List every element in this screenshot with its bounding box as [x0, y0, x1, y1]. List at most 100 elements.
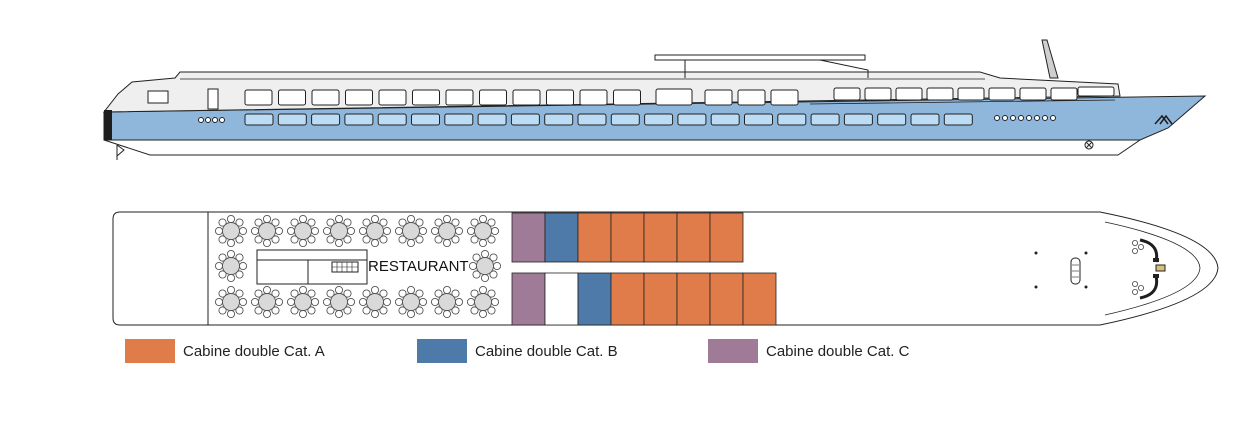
chair: [478, 238, 488, 248]
upper-window: [512, 89, 541, 106]
chair: [442, 214, 452, 224]
chair: [250, 297, 260, 307]
bow-chair: [1132, 280, 1139, 287]
chair: [254, 306, 263, 315]
chair: [262, 238, 272, 248]
cabin: [709, 212, 744, 263]
porthole: [1010, 115, 1016, 121]
porthole: [1050, 115, 1056, 121]
chair: [346, 226, 356, 236]
chair: [382, 226, 392, 236]
chair: [434, 235, 443, 244]
table-top: [366, 222, 384, 240]
canopy-rail: [819, 59, 869, 78]
chair: [271, 235, 280, 244]
restaurant-table: [214, 285, 248, 319]
bollard: [1034, 251, 1038, 255]
table-top: [258, 222, 276, 240]
lower-window: [644, 113, 674, 126]
chair: [406, 309, 416, 319]
chair: [370, 285, 380, 295]
chair: [406, 214, 416, 224]
portholes: [198, 115, 1056, 123]
chair: [235, 270, 244, 279]
lower-window: [877, 113, 907, 126]
upper-window: [1050, 87, 1078, 101]
table-top: [438, 222, 456, 240]
chair: [394, 226, 404, 236]
restaurant-table: [394, 214, 428, 248]
deck-plan: RESTAURANT: [112, 211, 1219, 326]
restaurant-table: [358, 214, 392, 248]
chair: [370, 214, 380, 224]
chair: [310, 226, 320, 236]
chair: [218, 289, 227, 298]
chair: [326, 218, 335, 227]
chair: [250, 226, 260, 236]
chair: [334, 214, 344, 224]
chair: [442, 238, 452, 248]
upper-window: [1077, 86, 1115, 97]
lower-window: [277, 113, 307, 126]
lower-window: [577, 113, 607, 126]
lower-window: [544, 113, 574, 126]
chair: [286, 297, 296, 307]
legend-item-cat-c: Cabine double Cat. C: [708, 338, 909, 364]
restaurant-table: [286, 214, 320, 248]
sun-deck-canopy: [654, 54, 866, 61]
chair: [362, 289, 371, 298]
legend-label-cat-b: Cabine double Cat. B: [475, 342, 618, 360]
upper-window: [546, 89, 574, 106]
deck-outline: [112, 211, 1219, 326]
chair: [415, 306, 424, 315]
porthole: [1002, 115, 1008, 121]
chair: [451, 306, 460, 315]
chair: [298, 214, 308, 224]
hull-lower: [103, 139, 1142, 156]
chair: [214, 261, 224, 271]
chair: [489, 253, 498, 262]
upper-window: [244, 89, 273, 106]
lower-window: [777, 113, 807, 126]
bow-chair: [1138, 243, 1145, 250]
lower-window: [710, 113, 740, 126]
chair: [379, 289, 388, 298]
chair: [489, 270, 498, 279]
chair: [451, 289, 460, 298]
bollard: [1084, 251, 1088, 255]
chair: [478, 214, 488, 224]
chair: [466, 297, 476, 307]
chair: [451, 218, 460, 227]
legend-swatch-cat-a: [125, 339, 175, 363]
upper-window: [345, 89, 373, 106]
upper-window: [479, 89, 507, 106]
chair: [379, 306, 388, 315]
upper-window: [926, 87, 954, 101]
porthole: [212, 117, 218, 123]
chair: [274, 226, 284, 236]
chair: [434, 306, 443, 315]
lower-window: [810, 113, 840, 126]
chair: [286, 226, 296, 236]
winch: [1155, 264, 1166, 272]
chair: [214, 297, 224, 307]
anchor-cross: [1085, 141, 1093, 149]
chair: [379, 218, 388, 227]
cabin: [511, 212, 546, 263]
chair: [434, 218, 443, 227]
upper-window: [704, 89, 733, 106]
chair: [442, 285, 452, 295]
deck-line: [809, 99, 1116, 105]
chair: [254, 218, 263, 227]
chair: [226, 309, 236, 319]
chair: [343, 289, 352, 298]
chair: [480, 273, 490, 283]
bow-chairs: [1132, 239, 1145, 295]
chair: [214, 226, 224, 236]
legend-item-cat-b: Cabine double Cat. B: [417, 338, 618, 364]
lower-window: [510, 113, 540, 126]
upper-window: [988, 87, 1016, 101]
chair: [226, 214, 236, 224]
chair: [226, 238, 236, 248]
